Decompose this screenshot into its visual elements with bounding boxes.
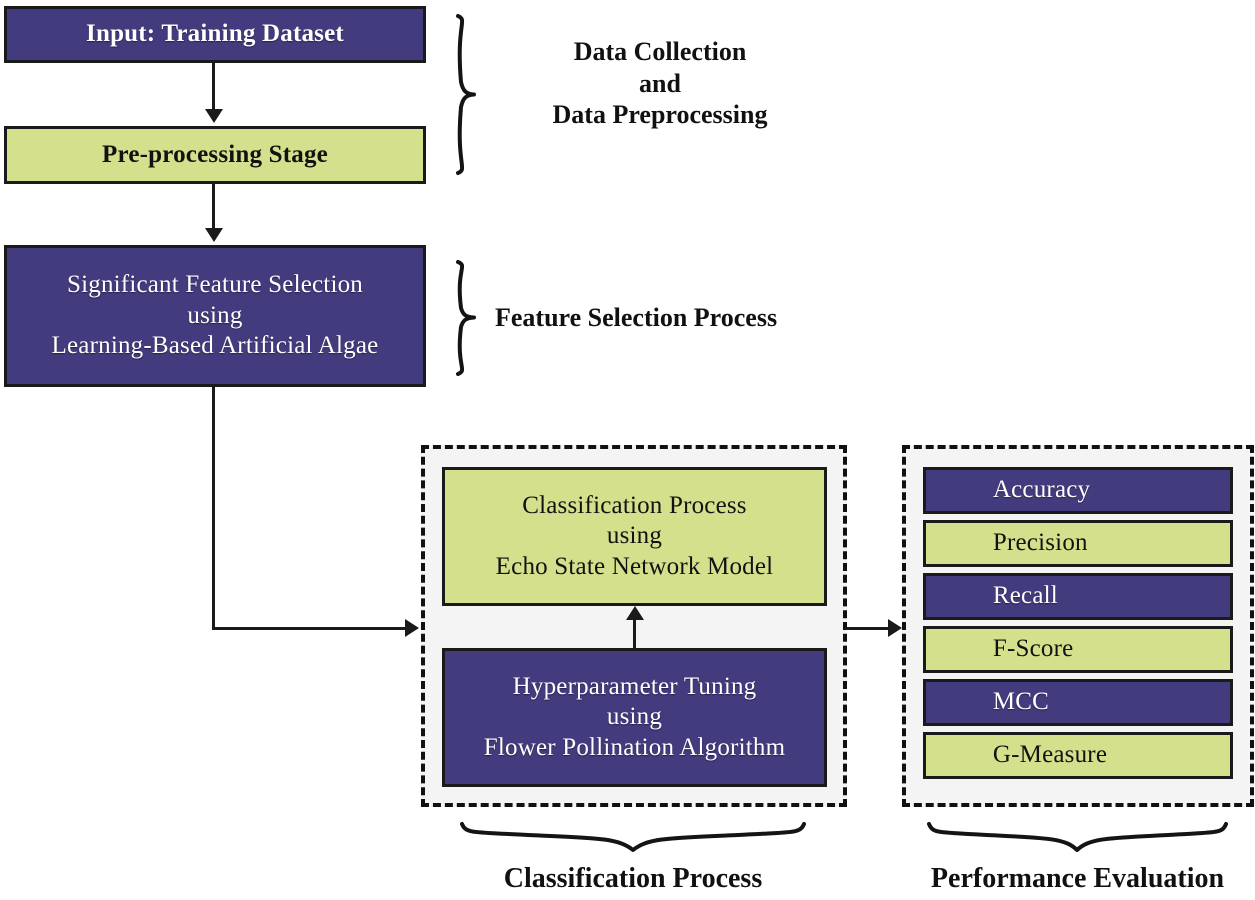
metric-label: Recall xyxy=(992,582,1058,610)
metric-label: MCC xyxy=(992,688,1050,716)
brace-feature-selection xyxy=(456,260,476,376)
node-preprocessing-label: Pre-processing Stage xyxy=(102,140,328,168)
metric-label: F-Score xyxy=(992,635,1074,663)
arrowhead-input-to-preprocessing xyxy=(205,109,223,123)
node-classification-text: Classification Process using Echo State … xyxy=(445,491,824,583)
node-feature-selection-text: Significant Feature Selection using Lear… xyxy=(7,270,423,362)
caption-feature-selection-process: Feature Selection Process xyxy=(495,303,778,332)
node-hyperparameter-line1: Hyperparameter Tuning xyxy=(512,672,757,700)
caption-performance-evaluation: Performance Evaluation xyxy=(930,863,1225,894)
caption-classification-process: Classification Process xyxy=(503,863,763,894)
arrowhead-hyperparameter-to-classification xyxy=(626,606,644,620)
connector-feature-selection-right xyxy=(212,627,410,630)
node-input-label: Input: Training Dataset xyxy=(86,20,344,48)
node-classification-line2: using xyxy=(606,522,663,550)
connector-hyperparameter-to-classification xyxy=(633,619,636,652)
node-feature-selection-line1: Significant Feature Selection xyxy=(67,271,363,299)
metric-box-f-score: F-Score xyxy=(923,626,1233,673)
node-hyperparameter-line3: Flower Pollination Algorithm xyxy=(483,733,786,761)
arrowhead-preprocessing-to-feature-selection xyxy=(205,228,223,242)
connector-preprocessing-to-feature-selection xyxy=(212,184,215,230)
node-preprocessing-stage: Pre-processing Stage xyxy=(4,126,426,184)
arrowhead-into-classification-panel xyxy=(405,619,419,637)
node-feature-selection-line3: Learning-Based Artificial Algae xyxy=(51,332,379,360)
node-hyperparameter-text: Hyperparameter Tuning using Flower Polli… xyxy=(445,672,824,764)
metric-box-precision: Precision xyxy=(923,520,1233,567)
brace-performance-evaluation xyxy=(927,822,1228,852)
connector-input-to-preprocessing xyxy=(212,63,215,111)
node-feature-selection: Significant Feature Selection using Lear… xyxy=(4,245,426,387)
metric-label: Precision xyxy=(992,529,1088,557)
node-classification-line3: Echo State Network Model xyxy=(495,552,774,580)
metric-label: G-Measure xyxy=(992,741,1108,769)
node-feature-selection-line2: using xyxy=(187,301,243,329)
node-hyperparameter-tuning: Hyperparameter Tuning using Flower Polli… xyxy=(442,648,827,787)
node-classification-line1: Classification Process xyxy=(522,491,747,519)
metric-box-mcc: MCC xyxy=(923,679,1233,726)
arrowhead-into-performance-panel xyxy=(888,619,902,637)
metric-label: Accuracy xyxy=(992,476,1091,504)
caption-data-collection: Data Collection and Data Preprocessing xyxy=(552,37,768,130)
metric-box-accuracy: Accuracy xyxy=(923,467,1233,514)
metric-box-recall: Recall xyxy=(923,573,1233,620)
connector-classification-to-performance xyxy=(845,627,893,630)
brace-data-collection xyxy=(456,14,476,175)
node-classification-process: Classification Process using Echo State … xyxy=(442,467,827,606)
connector-feature-selection-down xyxy=(212,387,215,630)
brace-classification-process xyxy=(460,822,806,852)
metric-box-g-measure: G-Measure xyxy=(923,732,1233,779)
node-input-training-dataset: Input: Training Dataset xyxy=(4,6,426,63)
node-hyperparameter-line2: using xyxy=(606,703,663,731)
